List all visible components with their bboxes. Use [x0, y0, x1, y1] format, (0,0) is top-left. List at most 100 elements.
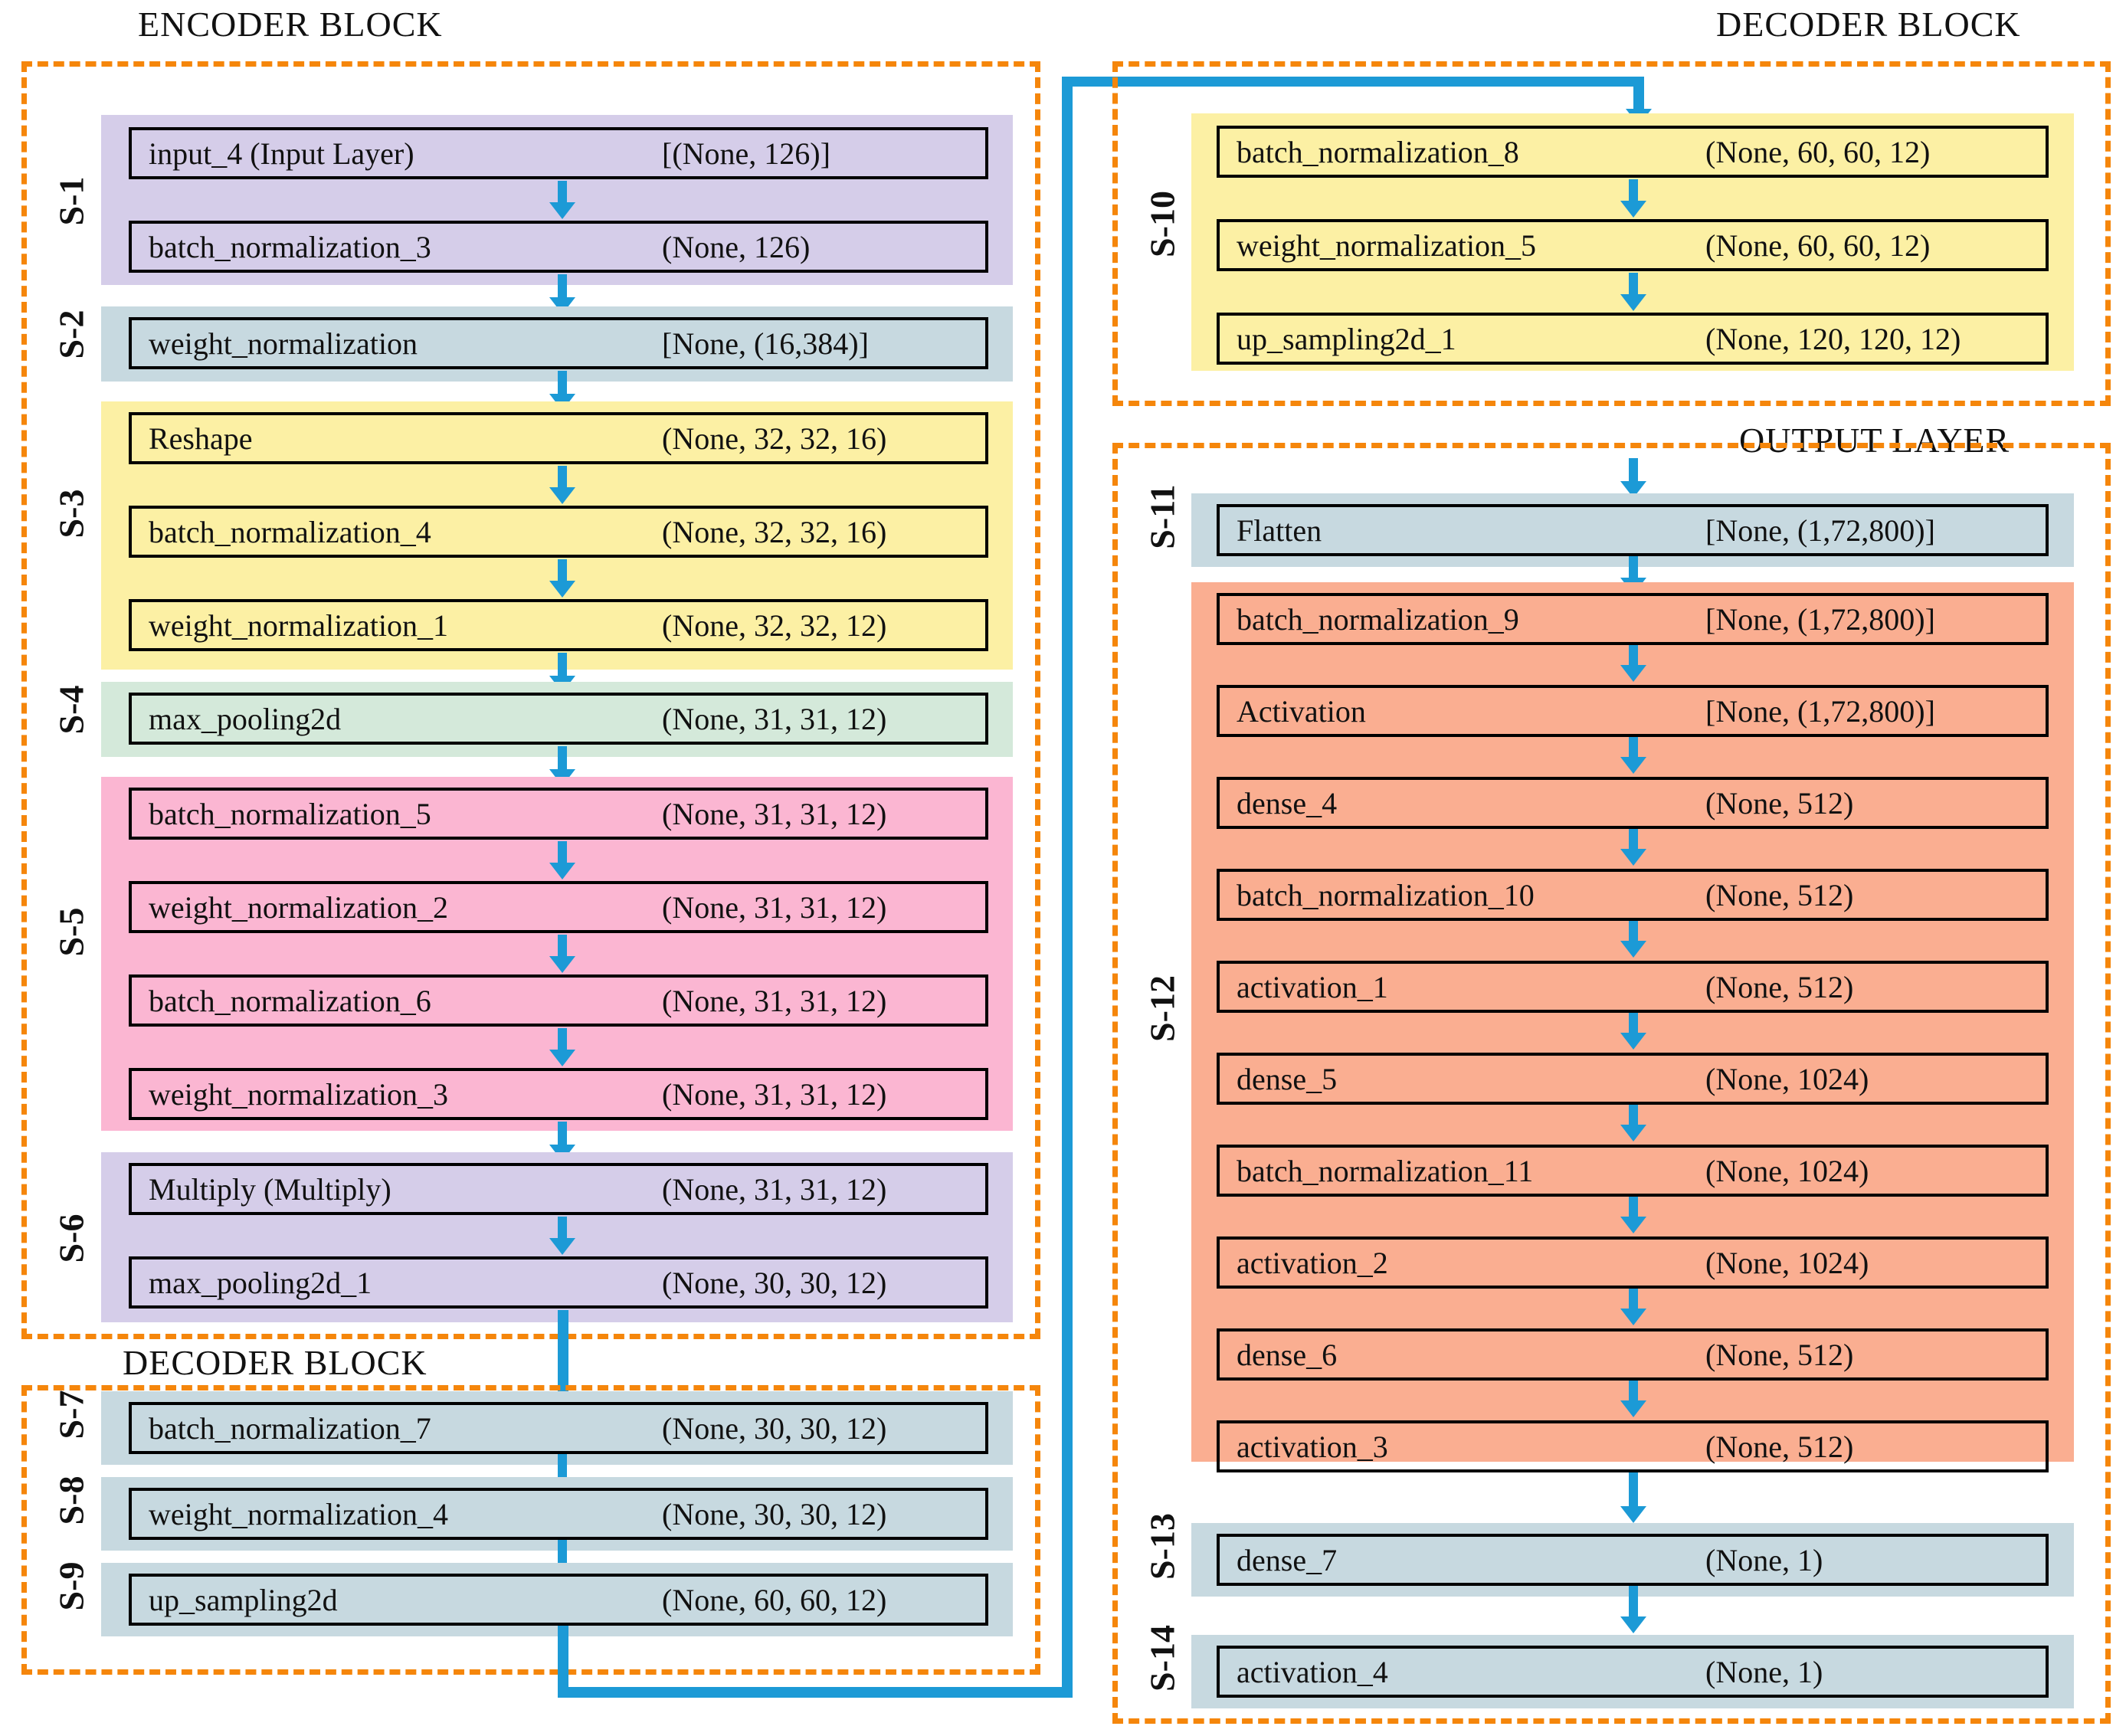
layer-shape: (None, 31, 31, 12) — [662, 889, 887, 925]
flow-arrow-shaft — [558, 841, 567, 869]
flow-arrow-head-icon — [1620, 941, 1646, 958]
layer-row-weight-normalization-2[interactable]: weight_normalization_2 (None, 31, 31, 12… — [129, 881, 988, 933]
group-s6 — [101, 1152, 1013, 1322]
group-s10 — [1191, 113, 2074, 371]
flow-arrow-head-icon — [549, 863, 575, 879]
layer-row-batch-normalization-8[interactable]: batch_normalization_8 (None, 60, 60, 12) — [1217, 126, 2049, 178]
layer-row-activation-1[interactable]: activation_1 (None, 512) — [1217, 961, 2049, 1013]
layer-row-input-4[interactable]: input_4 (Input Layer) [(None, 126)] — [129, 127, 988, 179]
flow-arrow-shaft — [1629, 737, 1638, 763]
flow-arrow-shaft — [558, 746, 567, 775]
flow-arrow-head-icon — [1620, 1506, 1646, 1523]
flow-arrow-head-icon — [549, 1050, 575, 1066]
layer-name: Activation — [1237, 693, 1366, 729]
layer-row-reshape[interactable]: Reshape (None, 32, 32, 16) — [129, 412, 988, 464]
layer-row-up-sampling2d-1[interactable]: up_sampling2d_1 (None, 120, 120, 12) — [1217, 313, 2049, 365]
layer-row-multiply[interactable]: Multiply (Multiply) (None, 31, 31, 12) — [129, 1163, 988, 1215]
layer-row-dense-7[interactable]: dense_7 (None, 1) — [1217, 1534, 2049, 1586]
layer-row-dense-4[interactable]: dense_4 (None, 512) — [1217, 777, 2049, 829]
layer-row-batch-normalization-10[interactable]: batch_normalization_10 (None, 512) — [1217, 869, 2049, 921]
flow-arrow-shaft — [1629, 1586, 1638, 1623]
layer-row-weight-normalization-3[interactable]: weight_normalization_3 (None, 31, 31, 12… — [129, 1068, 988, 1120]
layer-shape: (None, 60, 60, 12) — [662, 1582, 887, 1617]
layer-name: Multiply (Multiply) — [149, 1171, 391, 1207]
layer-name: batch_normalization_3 — [149, 229, 431, 264]
stage-label-s1: S-1 — [51, 176, 91, 226]
flow-arrow-head-icon — [1620, 757, 1646, 774]
flow-arrow-shaft — [1629, 1197, 1638, 1223]
layer-name: batch_normalization_9 — [1237, 601, 1519, 637]
layer-row-weight-normalization[interactable]: weight_normalization [None, (16,384)] — [129, 317, 988, 369]
layer-shape: (None, 31, 31, 12) — [662, 796, 887, 831]
layer-row-batch-normalization-6[interactable]: batch_normalization_6 (None, 31, 31, 12) — [129, 974, 988, 1027]
stage-label-s14: S-14 — [1142, 1625, 1182, 1692]
layer-shape: (None, 30, 30, 12) — [662, 1410, 887, 1446]
decoder-block-right-title: DECODER BLOCK — [1716, 5, 2021, 44]
layer-shape: (None, 512) — [1705, 1337, 1854, 1372]
layer-row-batch-normalization-5[interactable]: batch_normalization_5 (None, 31, 31, 12) — [129, 788, 988, 840]
layer-row-weight-normalization-5[interactable]: weight_normalization_5 (None, 60, 60, 12… — [1217, 219, 2049, 271]
layer-shape: [None, (16,384)] — [662, 326, 869, 361]
output-layer-title: OUTPUT LAYER — [1739, 421, 2010, 460]
skip-connector-segment-top — [1062, 77, 1644, 87]
layer-name: up_sampling2d_1 — [1237, 321, 1456, 356]
layer-shape: (None, 512) — [1705, 1429, 1854, 1464]
flow-arrow-shaft — [558, 935, 567, 962]
layer-shape: (None, 32, 32, 16) — [662, 421, 887, 456]
skip-connector-segment-enter — [1633, 77, 1644, 119]
layer-row-activation-4[interactable]: activation_4 (None, 1) — [1217, 1646, 2049, 1698]
layer-row-weight-normalization-4[interactable]: weight_normalization_4 (None, 30, 30, 12… — [129, 1488, 988, 1540]
flow-arrow-shaft-into-flatten — [1629, 458, 1638, 486]
flow-arrow-shaft — [558, 1217, 567, 1244]
flow-arrow-shaft — [1629, 179, 1638, 207]
stage-label-s6: S-6 — [51, 1214, 91, 1263]
layer-name: Reshape — [149, 421, 253, 456]
group-s3 — [101, 401, 1013, 670]
layer-row-max-pooling2d[interactable]: max_pooling2d (None, 31, 31, 12) — [129, 693, 988, 745]
flow-arrow-shaft — [1629, 1289, 1638, 1315]
decoder-block-left-title: DECODER BLOCK — [123, 1343, 427, 1382]
layer-row-batch-normalization-9[interactable]: batch_normalization_9 [None, (1,72,800)] — [1217, 593, 2049, 645]
layer-name: batch_normalization_7 — [149, 1410, 431, 1446]
layer-row-batch-normalization-11[interactable]: batch_normalization_11 (None, 1024) — [1217, 1145, 2049, 1197]
layer-shape: (None, 126) — [662, 229, 811, 264]
flow-arrow-head-icon — [1620, 1400, 1646, 1417]
stage-label-s9: S-9 — [51, 1561, 91, 1611]
flow-arrow-shaft — [1629, 1381, 1638, 1407]
stage-label-s4: S-4 — [51, 685, 91, 735]
layer-row-dense-6[interactable]: dense_6 (None, 512) — [1217, 1328, 2049, 1381]
layer-name: weight_normalization_4 — [149, 1496, 449, 1531]
layer-shape: (None, 1024) — [1705, 1061, 1869, 1096]
flow-arrow-shaft — [558, 371, 567, 400]
skip-connector-segment-right — [558, 1687, 1073, 1698]
layer-row-activation[interactable]: Activation [None, (1,72,800)] — [1217, 685, 2049, 737]
layer-shape: (None, 31, 31, 12) — [662, 1076, 887, 1112]
layer-row-batch-normalization-4[interactable]: batch_normalization_4 (None, 32, 32, 16) — [129, 506, 988, 558]
layer-name: up_sampling2d — [149, 1582, 338, 1617]
layer-row-dense-5[interactable]: dense_5 (None, 1024) — [1217, 1053, 2049, 1105]
encoder-block-title: ENCODER BLOCK — [138, 5, 443, 44]
flow-arrow-shaft — [558, 466, 567, 493]
layer-row-max-pooling2d-1[interactable]: max_pooling2d_1 (None, 30, 30, 12) — [129, 1256, 988, 1309]
layer-shape: (None, 30, 30, 12) — [662, 1496, 887, 1531]
layer-name: dense_5 — [1237, 1061, 1338, 1096]
stage-label-s2: S-2 — [51, 310, 91, 359]
flow-arrow-head-icon — [1620, 201, 1646, 218]
group-s5 — [101, 777, 1013, 1131]
layer-row-activation-3[interactable]: activation_3 (None, 512) — [1217, 1420, 2049, 1472]
layer-row-batch-normalization-3[interactable]: batch_normalization_3 (None, 126) — [129, 221, 988, 273]
layer-shape: (None, 1024) — [1705, 1245, 1869, 1280]
layer-name: activation_1 — [1237, 969, 1388, 1004]
stage-label-s3: S-3 — [51, 489, 91, 539]
layer-row-batch-normalization-7[interactable]: batch_normalization_7 (None, 30, 30, 12) — [129, 1402, 988, 1454]
layer-row-activation-2[interactable]: activation_2 (None, 1024) — [1217, 1236, 2049, 1289]
flow-arrow-shaft — [558, 1540, 567, 1569]
skip-connector-segment-down — [558, 1626, 568, 1698]
skip-connector-segment-up — [1062, 77, 1073, 1698]
layer-row-flatten[interactable]: Flatten [None, (1,72,800)] — [1217, 504, 2049, 556]
layer-name: activation_2 — [1237, 1245, 1388, 1280]
layer-row-weight-normalization-1[interactable]: weight_normalization_1 (None, 32, 32, 12… — [129, 599, 988, 651]
layer-row-up-sampling2d[interactable]: up_sampling2d (None, 60, 60, 12) — [129, 1574, 988, 1626]
flow-arrow-head-icon — [549, 581, 575, 598]
decoder-block-left-boundary — [21, 1385, 1040, 1675]
